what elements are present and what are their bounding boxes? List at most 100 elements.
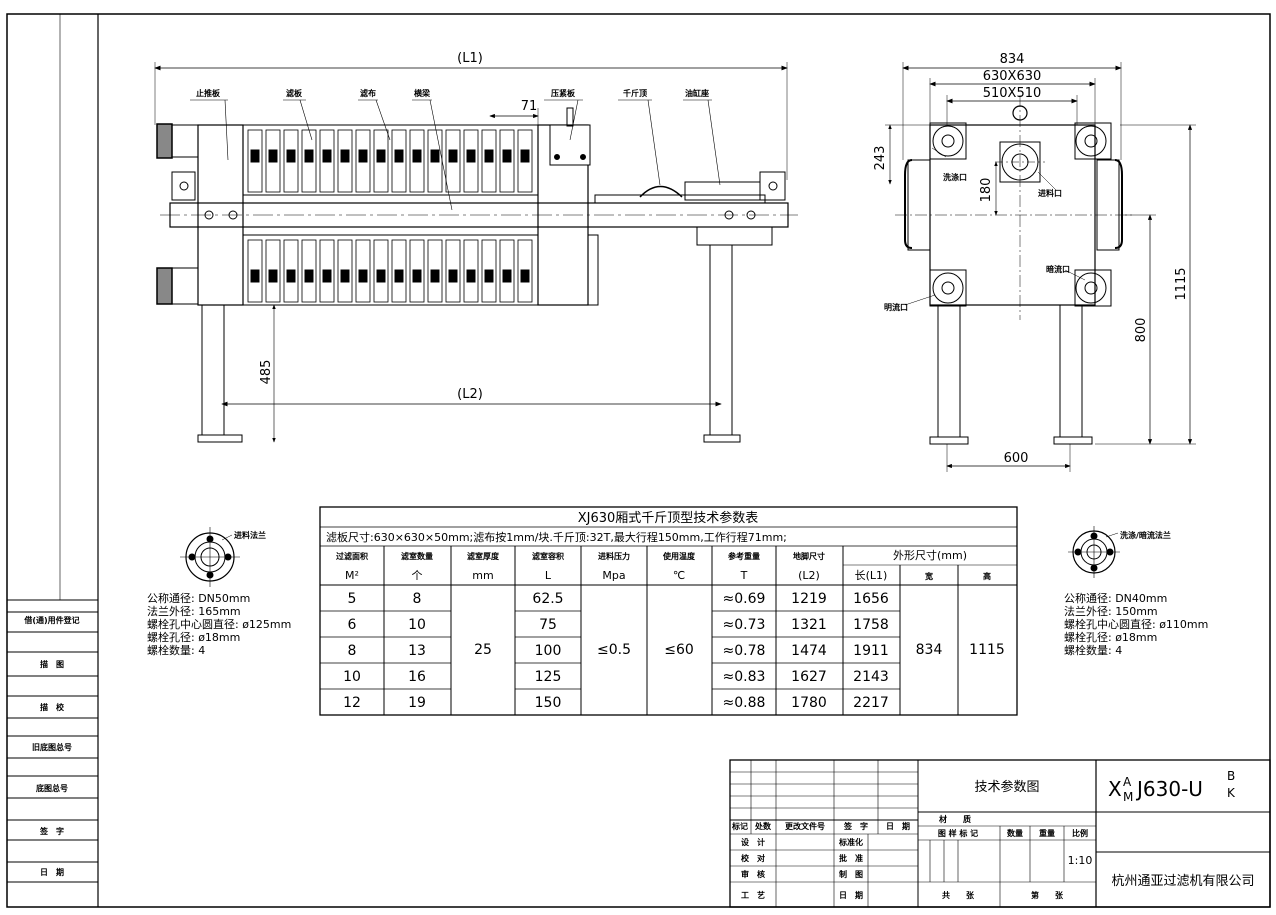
table-cell: 1627 xyxy=(791,669,827,685)
th-outline: 外形尺寸(mm) xyxy=(893,548,967,562)
params-table xyxy=(319,506,1018,716)
plate-handle xyxy=(286,269,296,283)
meta-weight: 重量 xyxy=(1039,828,1055,838)
unit-7: (L2) xyxy=(798,569,820,582)
front-view xyxy=(154,62,798,443)
plate-handle xyxy=(466,269,476,283)
side-label-0: 借(通)用件登记 xyxy=(23,615,79,625)
meta-mark: 图 样 标 记 xyxy=(938,828,978,838)
table-cell: 100 xyxy=(535,643,562,659)
table-cell: 19 xyxy=(408,695,426,711)
side-label-3: 旧底图总号 xyxy=(32,742,72,752)
dim-630-label: 630X630 xyxy=(983,69,1042,84)
plate-handle xyxy=(304,149,314,163)
filter-plate xyxy=(409,239,425,303)
code-top: A xyxy=(1123,775,1132,789)
merged-temp: ≤60 xyxy=(664,642,694,658)
filter-plate xyxy=(373,239,389,303)
filter-plate xyxy=(463,239,479,303)
table-cell: 1656 xyxy=(853,591,889,607)
unit-1: 个 xyxy=(412,569,423,582)
params-subtitle: 滤板尺寸:630×630×50mm;滤布按1mm/块.千斤顶:32T,最大行程1… xyxy=(326,530,787,544)
rev-label-1: 处数 xyxy=(754,821,772,831)
feed-flange-line-1: 法兰外径: 165mm xyxy=(147,604,241,618)
meta-total-sheets: 共 张 xyxy=(942,890,975,900)
filter-plate xyxy=(391,129,407,193)
feed-flange-detail xyxy=(180,527,240,587)
filter-plate xyxy=(265,129,281,193)
plate-handle xyxy=(268,269,278,283)
filter-plate xyxy=(283,129,299,193)
filter-plate xyxy=(355,129,371,193)
company-name: 杭州通亚过滤机有限公司 xyxy=(1111,874,1254,889)
role-label-2: 审 核 xyxy=(741,869,765,879)
label-hidden-flow: 暗流口 xyxy=(1046,264,1070,274)
filter-plate xyxy=(355,239,371,303)
dim-180-label: 180 xyxy=(979,178,994,203)
table-cell: 1321 xyxy=(791,617,827,633)
filter-plate xyxy=(247,239,263,303)
filter-plate xyxy=(373,129,389,193)
filter-plate xyxy=(517,239,533,303)
feed-flange-line-3: 螺栓孔径: ø18mm xyxy=(147,630,240,644)
side-register-table: 借(通)用件登记 描 图 描 校 旧底图总号 底图总号 签 字 日 期 xyxy=(7,611,98,883)
th-area: 过滤面积 xyxy=(336,551,368,561)
filter-plate xyxy=(265,239,281,303)
unit-2: mm xyxy=(472,569,493,582)
params-title: XJ630厢式千斤顶型技术参数表 xyxy=(578,510,759,526)
filter-plate xyxy=(481,239,497,303)
code-bottom: M xyxy=(1123,790,1133,804)
wash-flange-text: 洗涤/暗流法兰 公称通径: DN40mm 法兰外径: 150mm 螺栓孔中心圆直… xyxy=(1064,530,1208,657)
code-mid: J630-U xyxy=(1135,777,1203,801)
feed-flange-line-2: 螺栓孔中心圆直径: ø125mm xyxy=(147,617,291,631)
plate-handle xyxy=(502,149,512,163)
filter-plate xyxy=(337,129,353,193)
unit-10: 高 xyxy=(983,571,991,581)
filter-plate xyxy=(409,129,425,193)
table-cell: 10 xyxy=(343,669,361,685)
code-prefix: X xyxy=(1108,777,1122,801)
table-cell: 8 xyxy=(413,591,422,607)
table-cell: 1780 xyxy=(791,695,827,711)
side-label-5: 签 字 xyxy=(39,826,64,836)
cylinder-seat xyxy=(684,181,761,201)
plate-handle xyxy=(430,149,440,163)
label-filter-plate: 滤板 xyxy=(286,88,303,98)
std-label-3: 日 期 xyxy=(839,890,863,900)
plate-handle xyxy=(394,149,404,163)
role-label-1: 校 对 xyxy=(741,853,765,863)
label-open-flow: 明流口 xyxy=(884,302,908,312)
dim-243-label: 243 xyxy=(873,146,888,171)
plate-handle xyxy=(520,269,530,283)
table-cell: 2143 xyxy=(853,669,889,685)
plate-handle xyxy=(376,149,386,163)
table-cell: 6 xyxy=(348,617,357,633)
table-cell: 5 xyxy=(348,591,357,607)
params-table-text: XJ630厢式千斤顶型技术参数表 滤板尺寸:630×630×50mm;滤布按1m… xyxy=(326,510,1005,711)
meta-qty: 数量 xyxy=(1007,828,1023,838)
drawing-code: X A M J630-U B K xyxy=(1108,769,1236,804)
merged-pressure: ≤0.5 xyxy=(597,642,631,658)
std-label-1: 批 准 xyxy=(839,853,863,863)
filter-plate xyxy=(481,129,497,193)
table-cell: 2217 xyxy=(853,695,889,711)
merged-width: 834 xyxy=(916,642,943,658)
label-press-plate: 压紧板 xyxy=(551,88,576,98)
std-label-0: 标准化 xyxy=(838,837,863,847)
table-cell: ≈0.73 xyxy=(723,617,766,633)
table-cell: 8 xyxy=(348,643,357,659)
meta-scale-value: 1:10 xyxy=(1068,854,1093,867)
feed-flange-bottom xyxy=(156,267,173,305)
filter-plate xyxy=(517,129,533,193)
plate-handle xyxy=(250,149,260,163)
dim-1115-label: 1115 xyxy=(1174,267,1189,300)
feed-flange-text: 进料法兰 公称通径: DN50mm 法兰外径: 165mm 螺栓孔中心圆直径: … xyxy=(147,530,291,657)
head-leg xyxy=(201,304,225,436)
dim-600-label: 600 xyxy=(1004,451,1029,466)
merged-height: 1115 xyxy=(969,642,1005,658)
filter-plate xyxy=(247,129,263,193)
label-jack: 千斤顶 xyxy=(623,88,647,98)
plate-handle xyxy=(520,149,530,163)
plate-handle xyxy=(322,269,332,283)
rev-label-2: 更改文件号 xyxy=(785,821,825,831)
